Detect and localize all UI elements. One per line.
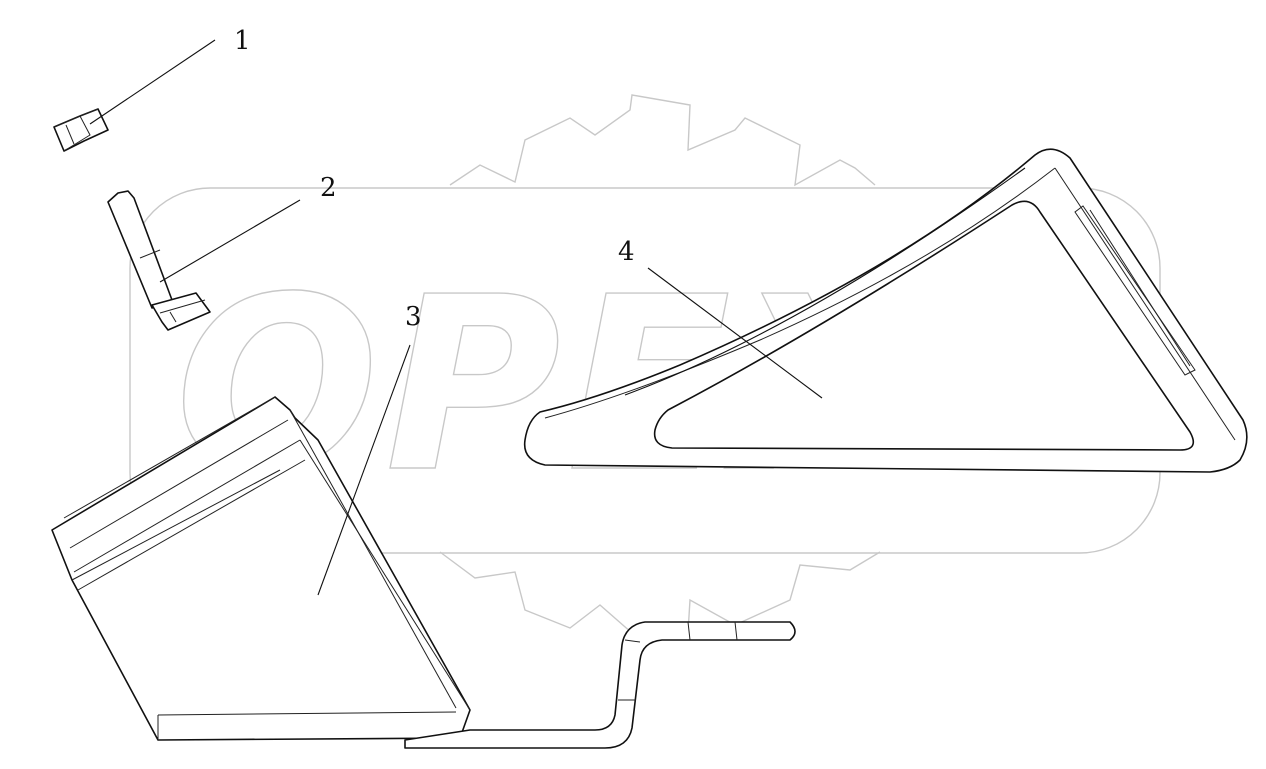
leader-2 bbox=[159, 199, 301, 283]
part-3-bracket bbox=[51, 396, 796, 749]
leader-3 bbox=[317, 344, 411, 596]
leader-4 bbox=[647, 267, 823, 399]
leader-1 bbox=[89, 39, 216, 125]
leader-lines bbox=[89, 39, 823, 596]
watermark-gear bbox=[449, 94, 876, 187]
part-2-bolt bbox=[107, 190, 211, 331]
callout-1: 1 bbox=[234, 26, 251, 56]
callout-4: 4 bbox=[618, 237, 635, 267]
part-1-nut bbox=[53, 108, 109, 152]
part-4-plate bbox=[523, 148, 1248, 473]
callout-2: 2 bbox=[320, 173, 337, 203]
callout-3: 3 bbox=[405, 302, 422, 332]
